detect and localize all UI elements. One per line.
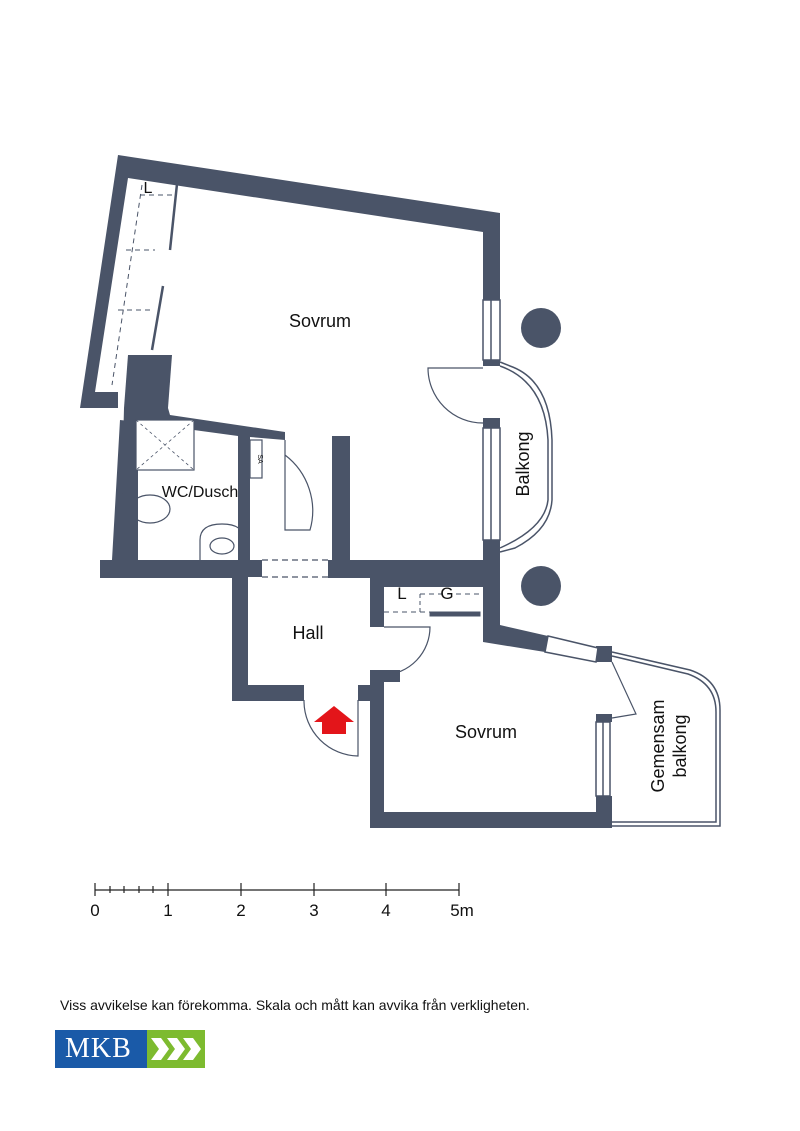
balkong-outline — [499, 361, 553, 553]
disclaimer-text: Viss avvikelse kan förekomma. Skala och … — [60, 997, 530, 1013]
wardrobe-doors — [150, 183, 179, 351]
wall-hall-divider — [332, 436, 350, 566]
closet-label-g-mid: G — [440, 584, 453, 603]
wall-wc-bottom — [100, 560, 235, 578]
toilet-tank — [122, 493, 134, 525]
scale-tick-3: 3 — [309, 901, 318, 920]
wall-right-bottom — [483, 540, 500, 580]
sink — [199, 523, 245, 560]
logo-text: MKB — [55, 1030, 150, 1068]
wall-small-bed-right-mid — [596, 714, 612, 722]
scale-tick-1: 1 — [163, 901, 172, 920]
pillar-lower — [521, 566, 561, 606]
wall-small-bed-right-bot — [596, 796, 612, 828]
wall-hall-top-right — [328, 560, 483, 578]
wall-hall-bottom-left — [232, 685, 304, 701]
door-wc — [284, 440, 314, 531]
room-label-hall: Hall — [292, 623, 323, 643]
scale-tick-0: 0 — [90, 901, 99, 920]
room-label-gemensam-1: Gemensam — [648, 699, 668, 792]
wall-closet-left — [370, 577, 384, 627]
toilet-bowl — [129, 494, 171, 524]
room-label-balkong: Balkong — [513, 431, 533, 496]
closet-lg — [384, 593, 481, 617]
scale-bar — [94, 883, 460, 896]
scale-tick-4: 4 — [381, 901, 390, 920]
door-small-bed — [383, 626, 431, 676]
scale-tick-5: 5m — [450, 901, 474, 920]
sa-cabinet — [249, 439, 263, 479]
wall-small-bed-top — [370, 670, 400, 682]
closet-label-sa: SA — [256, 454, 263, 464]
wall-hall-divider-cap — [332, 436, 350, 442]
wardrobe-lines — [111, 184, 175, 386]
scale-tick-2: 2 — [236, 901, 245, 920]
wall-hall-left — [232, 577, 248, 701]
door-gemensam — [611, 661, 637, 719]
mkb-logo: MKB — [55, 1030, 205, 1068]
entry-arrow-icon — [314, 706, 354, 734]
room-label-sovrum-small: Sovrum — [455, 722, 517, 742]
wall-wc-left — [100, 420, 138, 578]
room-label-wc: WC/Dusch — [162, 484, 238, 501]
wall-small-bed-left — [370, 670, 384, 828]
door-entry — [303, 700, 359, 757]
fixtures — [122, 419, 263, 560]
wall-small-bed-right-top — [596, 646, 612, 662]
wall-right-lower — [483, 418, 500, 428]
closet-label-l-mid: L — [397, 584, 406, 603]
wall-right-step — [483, 577, 548, 652]
wall-pillar — [124, 355, 172, 408]
walls — [80, 155, 612, 828]
room-label-sovrum-large: Sovrum — [289, 311, 351, 331]
closet-label-l-top: L — [144, 180, 153, 197]
room-label-gemensam-2: balkong — [670, 714, 690, 777]
pillar-upper — [521, 308, 561, 348]
balconies — [499, 361, 721, 827]
wall-closet-top — [370, 577, 483, 587]
doors — [262, 367, 637, 757]
wall-outer-bedroom — [80, 155, 500, 408]
window-corner — [544, 635, 599, 663]
wall-right-mid — [483, 360, 500, 366]
scale-labels: 0 1 2 3 4 5m — [90, 901, 474, 920]
door-balkong — [427, 367, 484, 424]
logo-arrows-icon — [147, 1030, 205, 1068]
gemensam-outline — [611, 651, 721, 827]
windows — [482, 299, 611, 797]
wall-small-bed-bottom — [370, 812, 612, 828]
